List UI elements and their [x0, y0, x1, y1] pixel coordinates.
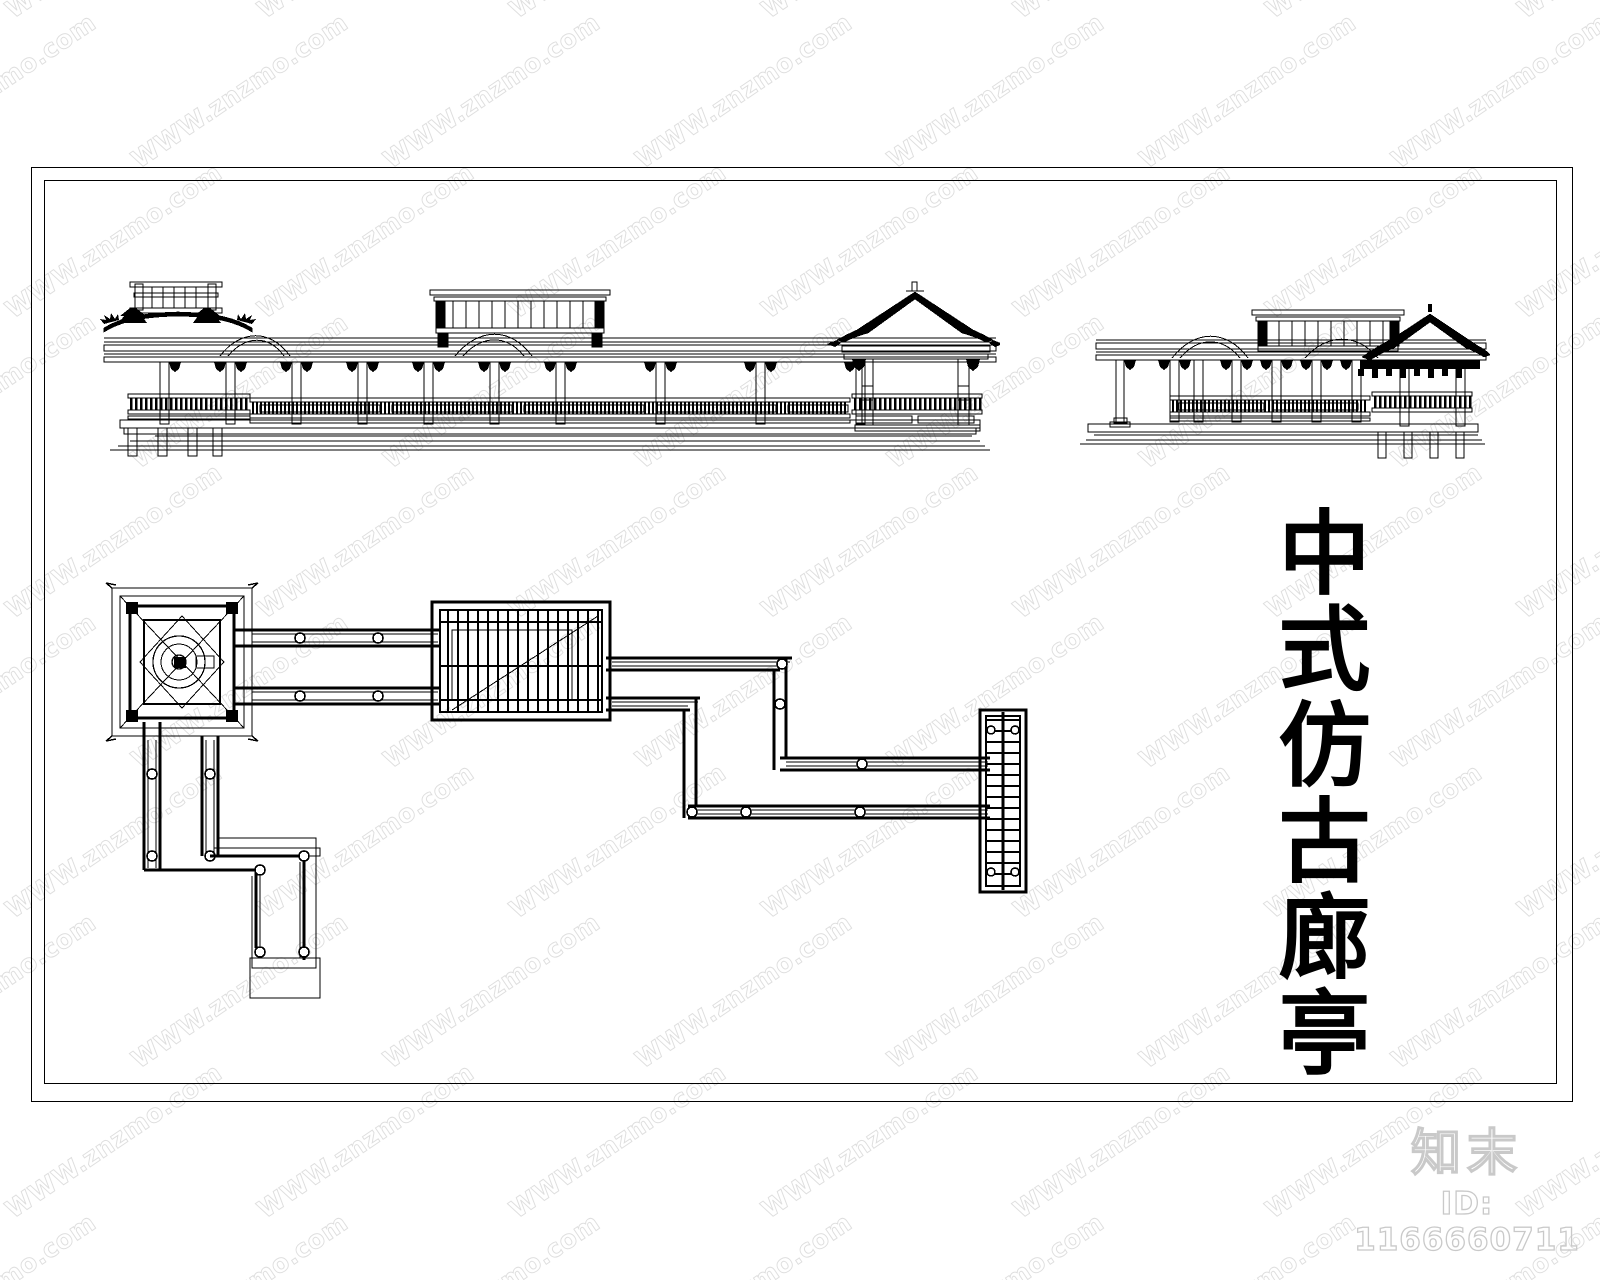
watermark-text: WWW.znzmo.com: [1259, 0, 1487, 25]
watermark-text: WWW.znzmo.com: [125, 1207, 353, 1280]
watermark-text: WWW.znzmo.com: [503, 0, 731, 25]
watermark-text: WWW.znzmo.com: [251, 0, 479, 25]
sheet-title: 中式仿古廊亭: [1263, 505, 1370, 1081]
watermark-text: WWW.znzmo.com: [755, 0, 983, 25]
watermark-text: WWW.znzmo.com: [0, 0, 228, 25]
front-elevation-drawing: [100, 281, 1000, 457]
watermark-text: WWW.znzmo.com: [629, 1207, 857, 1280]
roof-plan-drawing: [105, 582, 1028, 999]
watermark-text: WWW.znzmo.com: [0, 7, 102, 175]
watermark-text: WWW.znzmo.com: [1007, 0, 1235, 25]
watermark-text: WWW.znzmo.com: [1511, 0, 1600, 25]
sheet-border-outer: [31, 167, 1573, 1102]
watermark-text: WWW.znzmo.com: [1133, 1207, 1361, 1280]
watermark-text: WWW.znzmo.com: [1385, 7, 1600, 175]
side-elevation-drawing: [1080, 304, 1490, 459]
watermark-text: WWW.znzmo.com: [125, 7, 354, 175]
watermark-text: WWW.znzmo.com: [377, 1207, 605, 1280]
watermark-text: WWW.znzmo.com: [0, 1207, 102, 1280]
znzmo-logo: 知末: [1410, 1124, 1523, 1182]
brand-block: 知末 ID: 1166660711: [1352, 1124, 1582, 1258]
resource-id-label: ID: 1166660711: [1353, 1185, 1580, 1258]
watermark-text: WWW.znzmo.com: [629, 7, 858, 175]
watermark-text: WWW.znzmo.com: [881, 1207, 1109, 1280]
watermark-text: WWW.znzmo.com: [377, 7, 606, 175]
watermark-text: WWW.znzmo.com: [1133, 7, 1362, 175]
sheet-border-inner: [44, 180, 1557, 1084]
watermark-text: WWW.znzmo.com: [881, 7, 1110, 175]
